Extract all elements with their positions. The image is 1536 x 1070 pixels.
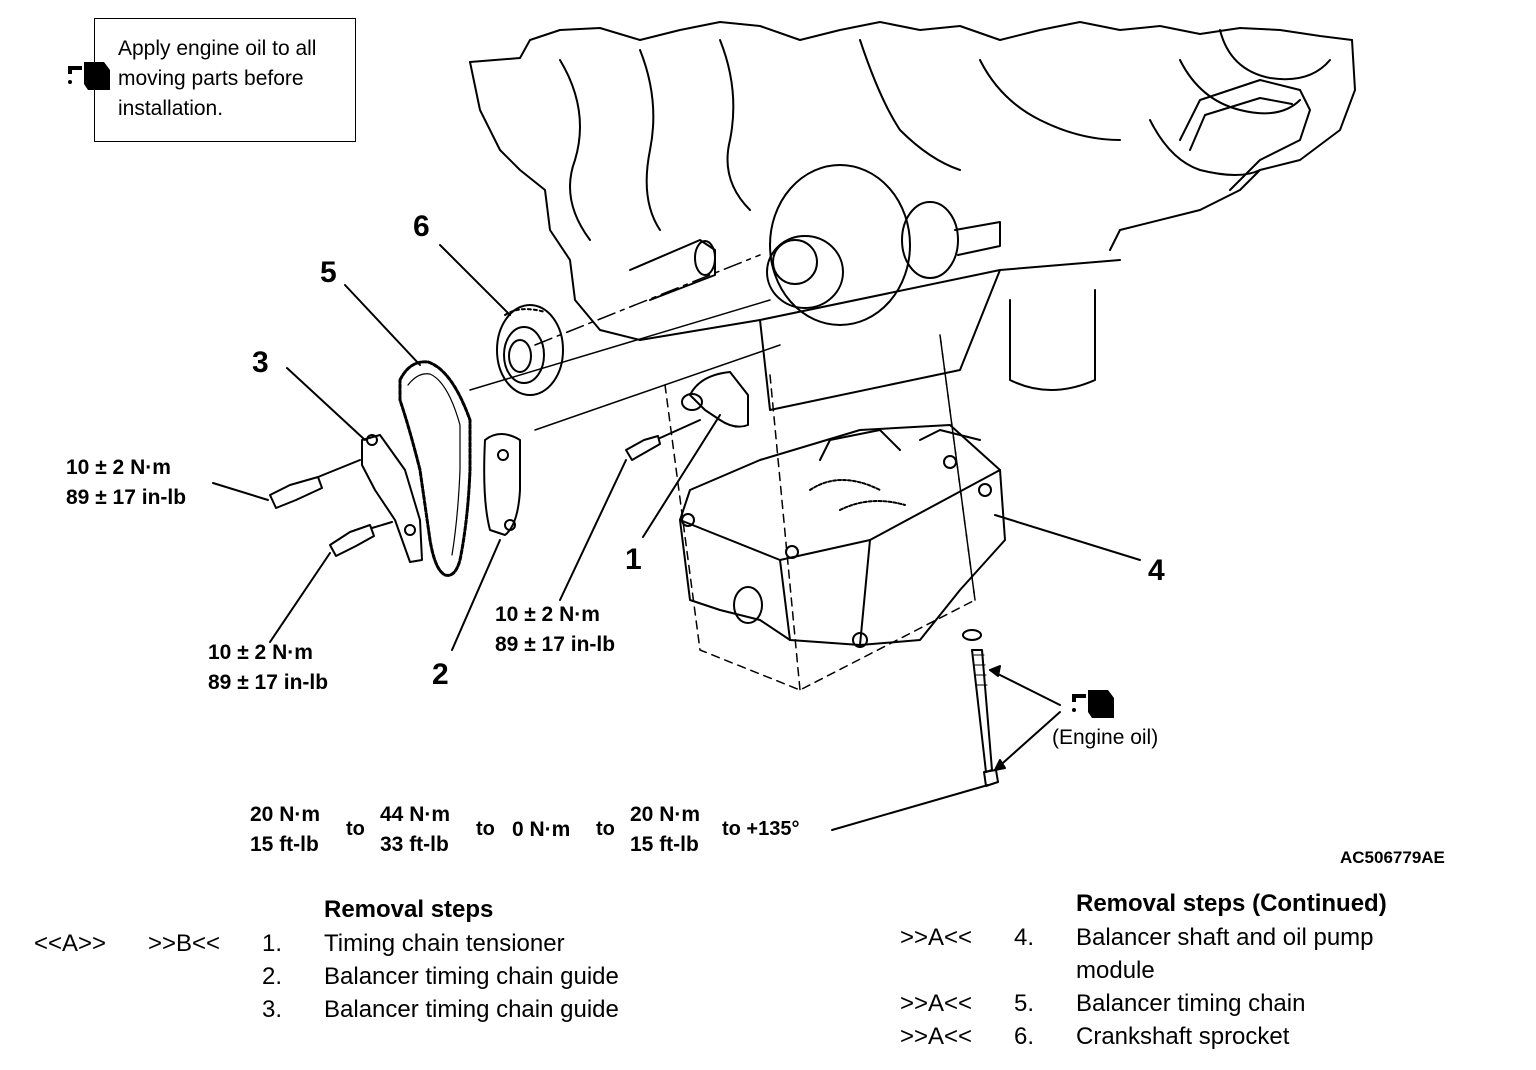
chain-guide-3	[361, 434, 423, 563]
step-4-number: 4.	[1014, 924, 1035, 951]
seq-step-2: 44 N·m 33 ft-lb	[380, 800, 450, 860]
seq-step-ftlb: 33 ft-lb	[380, 833, 449, 856]
step-1-text: Timing chain tensioner	[324, 930, 565, 957]
torque-spec-lower-left: 10 ± 2 N·m 89 ± 17 in-lb	[208, 638, 328, 698]
callout-4: 4	[1148, 554, 1165, 587]
step-4-mark: >>A<<	[900, 924, 973, 951]
figure-id: AC506779AE	[1340, 848, 1445, 867]
note-box	[94, 18, 356, 142]
seq-step-ftlb: 15 ft-lb	[630, 833, 699, 856]
balancer-timing-chain	[398, 360, 472, 577]
step-5-number: 5.	[1014, 990, 1035, 1017]
torque-inlb: 89 ± 17 in-lb	[495, 633, 616, 656]
crank-centerline	[534, 254, 761, 346]
step-4-text: Balancer shaft and oil pump	[1076, 924, 1374, 951]
removal-steps-title: Removal steps	[324, 896, 494, 923]
seq-separator-1: to	[346, 818, 365, 840]
module-long-bolt	[971, 649, 993, 773]
step-3-text: Balancer timing chain guide	[324, 996, 619, 1023]
engine-oil-label: (Engine oil)	[1052, 726, 1159, 749]
callout-1: 1	[625, 543, 642, 576]
engine-oil-icon	[1072, 690, 1114, 718]
step-6-number: 6.	[1014, 1023, 1035, 1050]
seq-step-nm: 44 N·m	[380, 803, 451, 826]
step-5-mark: >>A<<	[900, 990, 973, 1017]
seq-step-nm: 20 N·m	[250, 803, 321, 826]
torque-nm: 10 ± 2 N·m	[208, 641, 313, 664]
step-2-text: Balancer timing chain guide	[324, 963, 619, 990]
step-1-mark-b: >>B<<	[148, 930, 221, 957]
engine-block-outline	[469, 21, 1353, 63]
torque-nm: 10 ± 2 N·m	[66, 456, 171, 479]
step-4-text-cont: module	[1076, 957, 1155, 984]
torque-nm: 10 ± 2 N·m	[495, 603, 600, 626]
callout-6: 6	[413, 210, 430, 243]
torque-spec-tensioner: 10 ± 2 N·m 89 ± 17 in-lb	[495, 600, 615, 660]
balancer-oil-pump-module	[679, 424, 1006, 646]
seq-step-4: 20 N·m 15 ft-lb	[630, 800, 700, 860]
torque-inlb: 89 ± 17 in-lb	[66, 486, 187, 509]
seq-step-nm: 20 N·m	[630, 803, 701, 826]
step-6-text: Crankshaft sprocket	[1076, 1023, 1290, 1050]
note-line-3: installation.	[118, 97, 224, 120]
seq-step-1: 20 N·m 15 ft-lb	[250, 800, 320, 860]
seq-step-nm: 0 N·m	[512, 818, 571, 841]
seq-separator-3: to	[596, 818, 615, 840]
tensioner-bolt	[625, 435, 661, 461]
step-6-mark: >>A<<	[900, 1023, 973, 1050]
crankshaft-sprocket	[496, 304, 564, 396]
guide-bolt-lower	[329, 524, 375, 557]
step-2-number: 2.	[262, 963, 283, 990]
step-1-number: 1.	[262, 930, 283, 957]
seq-step-3: 0 N·m	[512, 815, 570, 845]
step-3-number: 3.	[262, 996, 283, 1023]
note-line-2: moving parts before	[118, 67, 304, 90]
step-1-mark-a: <<A>>	[34, 930, 107, 957]
seq-step-ftlb: 15 ft-lb	[250, 833, 319, 856]
timing-chain-tensioner	[689, 371, 749, 428]
oil-can-icon	[68, 62, 110, 90]
guide-bolt-upper	[269, 476, 323, 509]
seq-final-angle: to +135°	[722, 818, 800, 840]
torque-inlb: 89 ± 17 in-lb	[208, 671, 329, 694]
callout-5: 5	[320, 256, 337, 289]
chain-guide-2	[483, 433, 521, 536]
note-line-1: Apply engine oil to all	[118, 37, 317, 60]
step-5-text: Balancer timing chain	[1076, 990, 1306, 1017]
callout-3: 3	[252, 346, 269, 379]
torque-spec-upper-left: 10 ± 2 N·m 89 ± 17 in-lb	[66, 453, 186, 513]
seq-separator-2: to	[476, 818, 495, 840]
removal-steps-continued-title: Removal steps (Continued)	[1076, 890, 1387, 917]
callout-2: 2	[432, 658, 449, 691]
